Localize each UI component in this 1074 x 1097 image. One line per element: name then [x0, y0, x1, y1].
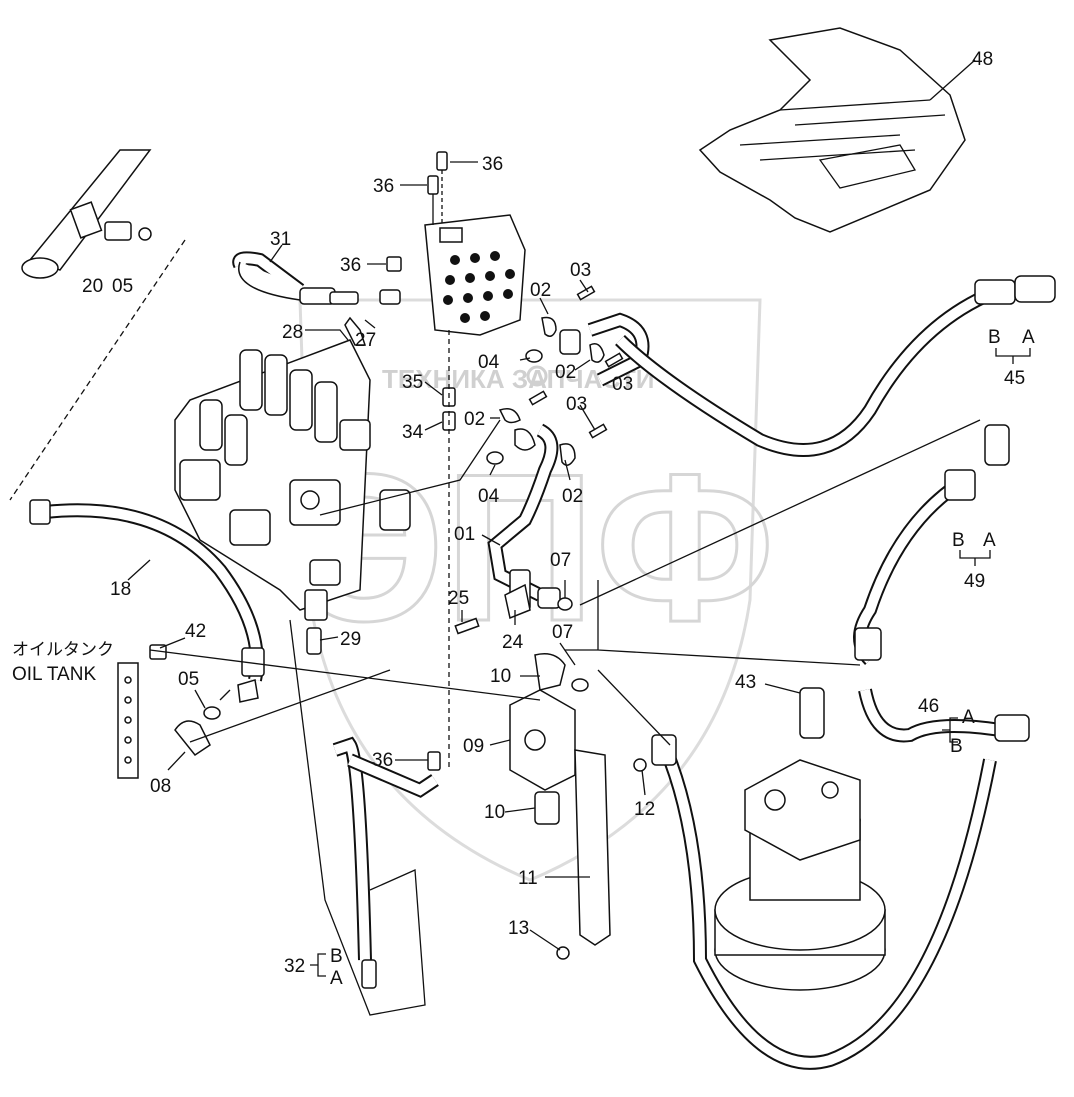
callout-32: 32 [284, 956, 305, 977]
callout-10-b: 10 [484, 802, 505, 823]
callout-08: 08 [150, 776, 171, 797]
swing-block-09 [509, 580, 861, 825]
callout-20: 20 [82, 276, 103, 297]
hose-32 [289, 619, 441, 1016]
hose-18 [29, 499, 265, 703]
callout-05-a: 05 [112, 276, 133, 297]
hose-31 [232, 251, 401, 346]
callout-01: 01 [454, 524, 475, 545]
callout-48: 48 [972, 49, 993, 70]
callout-12: 12 [634, 799, 655, 820]
hose-49 [853, 424, 1010, 665]
callout-29: 29 [340, 629, 361, 650]
clamps-bolts [203, 285, 624, 720]
port-49-b: B [952, 530, 965, 551]
callout-07-b: 07 [552, 622, 573, 643]
callout-02-b: 02 [555, 362, 576, 383]
hose-45 [615, 275, 1056, 457]
port-49-a: A [983, 530, 996, 551]
callout-03-c: 03 [566, 394, 587, 415]
callout-45: 45 [1004, 368, 1025, 389]
callout-02-c: 02 [464, 409, 485, 430]
callout-02-a: 02 [530, 280, 551, 301]
oil-tank-label-jp: オイルタンク [12, 640, 114, 660]
port-45-b: B [988, 327, 1001, 348]
callout-05-b: 05 [178, 669, 199, 690]
swing-motor [714, 687, 886, 991]
callout-31: 31 [270, 229, 291, 250]
callout-34: 34 [402, 422, 424, 443]
tank-connection-line [9, 239, 186, 501]
pilot-valve-block [424, 214, 526, 336]
callout-04-a: 04 [478, 352, 500, 373]
callout-36-d: 36 [372, 750, 393, 771]
hose-46 [651, 688, 1030, 1070]
port-32-a: A [330, 968, 343, 989]
callout-42: 42 [185, 621, 206, 642]
callout-28: 28 [282, 322, 303, 343]
port-45-a: A [1022, 327, 1035, 348]
fitting-36-top [386, 151, 448, 272]
oil-tank-plate [117, 644, 167, 779]
oil-tank-label-en: OIL TANK [12, 664, 96, 685]
port-letters: B A B A A B B A [330, 327, 1035, 989]
floor-mat-part-48 [698, 27, 966, 233]
callout-49: 49 [964, 571, 985, 592]
port-brackets [310, 348, 1031, 977]
elbow-08 [174, 720, 211, 757]
control-valve [174, 339, 411, 621]
bracket-11 [556, 749, 647, 960]
watermark: ЭПФ ТЕХНИКА ЗАПЧАСТИ [294, 298, 776, 882]
port-46-a: A [962, 707, 975, 728]
callout-46: 46 [918, 696, 939, 717]
callout-04-b: 04 [478, 486, 500, 507]
watermark-logo-letters: ЭПФ [295, 430, 775, 665]
callout-03-b: 03 [612, 374, 633, 395]
callouts: 48 36 36 36 36 31 20 05 28 27 02 03 02 0… [82, 49, 1025, 977]
callout-24: 24 [502, 632, 524, 653]
callout-18: 18 [110, 579, 131, 600]
callout-02-d: 02 [562, 486, 583, 507]
callout-43: 43 [735, 672, 756, 693]
port-46-b: B [950, 736, 963, 757]
bracket-24 [454, 583, 531, 635]
tank-pipe [21, 149, 152, 279]
callout-11: 11 [518, 868, 538, 889]
callout-09: 09 [463, 736, 484, 757]
callout-10-a: 10 [490, 666, 511, 687]
callout-36-b: 36 [373, 176, 394, 197]
callout-36-c: 36 [340, 255, 361, 276]
callout-07-a: 07 [550, 550, 571, 571]
callout-25: 25 [448, 588, 469, 609]
callout-13: 13 [508, 918, 529, 939]
callout-35: 35 [402, 372, 423, 393]
callout-27: 27 [355, 330, 376, 351]
callout-03-a: 03 [570, 260, 591, 281]
callout-36-a: 36 [482, 154, 503, 175]
port-32-b: B [330, 946, 343, 967]
leader-lines [127, 59, 981, 951]
